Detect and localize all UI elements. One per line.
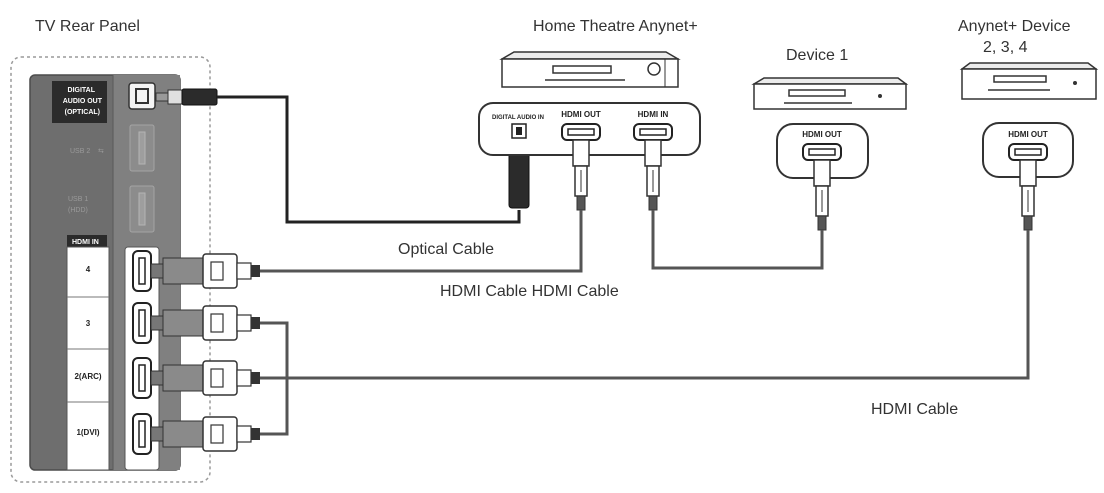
tv-hdmi-plug-1 [150, 416, 260, 452]
anynet-device-unit [959, 62, 1099, 100]
hdmi-port-4-label: 4 [86, 265, 91, 274]
hdmi-cable-tv2-to-anynet-device [260, 230, 1030, 380]
usb2-label: USB 2 [70, 148, 90, 155]
anynet-device-port-panel: HDMI OUT [982, 122, 1074, 231]
hdmi-cable-label: HDMI Cable [871, 401, 958, 418]
digital-audio-out-text-3: (OPTICAL) [65, 109, 100, 116]
usb1-hdd-label: (HDD) [68, 207, 88, 214]
digital-audio-out-text-1: DIGITAL [68, 87, 96, 94]
hdmi-label-column [66, 246, 110, 471]
digital-audio-out-label-box [52, 81, 107, 123]
hdmi-port-2-arc [132, 357, 152, 399]
hdmi-cable-tv4-to-home-theatre [260, 210, 583, 273]
usb1-port-slot [138, 192, 146, 226]
device1-hdmi-out-label: HDMI OUT [802, 130, 842, 139]
optical-cable-label: Optical Cable [398, 241, 494, 258]
usb2-port-slot [138, 131, 146, 165]
home-theatre-digital-audio-in-label: DIGITAL AUDIO IN [492, 115, 544, 121]
home-theatre-hdmi-out-plug [572, 139, 590, 211]
hdmi-port-2-label: 2(ARC) [74, 372, 101, 381]
digital-audio-out-text-2: AUDIO OUT [63, 98, 103, 105]
optical-cable [155, 88, 530, 224]
home-theatre-unit [499, 51, 681, 88]
tv-hdmi-plug-3 [150, 305, 260, 341]
hdmi-port-3-label: 3 [86, 319, 91, 328]
optical-port [128, 82, 156, 110]
tv-rear-panel-label: TV Rear Panel [35, 18, 140, 35]
hdmi-in-header-box [67, 235, 107, 247]
device1-label: Device 1 [786, 47, 848, 64]
usb-icon: ⇆ [98, 148, 104, 155]
hdmi-port-3 [132, 302, 152, 344]
hdmi-port-1-dvi [132, 413, 152, 455]
device1-port-panel: HDMI OUT [776, 123, 869, 231]
tv-hdmi-plug-2 [150, 360, 260, 396]
anynet-device-label-line1: Anynet+ Device [958, 18, 1071, 35]
home-theatre-hdmi-in-label: HDMI IN [638, 110, 669, 119]
tv-hdmi-plug-4 [150, 253, 260, 289]
anynet-device-hdmi-out-label: HDMI OUT [1008, 130, 1048, 139]
hdmi-port-1-label: 1(DVI) [76, 428, 99, 437]
tv-panel: DIGITAL AUDIO OUT (OPTICAL) USB 2 ⇆ USB … [29, 74, 181, 471]
hdmi-in-header: HDMI IN [72, 239, 99, 246]
device1-unit [751, 77, 909, 110]
hdmi-cable-loop-tv3-tv1 [260, 321, 289, 436]
hdmi-port-4 [132, 250, 152, 292]
home-theatre-hdmi-out-label: HDMI OUT [561, 110, 601, 119]
home-theatre-hdmi-in-plug [644, 139, 662, 211]
home-theatre-label: Home Theatre Anynet+ [533, 18, 698, 35]
hdmi-cable-pair-label: HDMI Cable HDMI Cable [440, 283, 619, 300]
anynet-device-label-line2: 2, 3, 4 [983, 39, 1028, 56]
usb1-label: USB 1 [68, 196, 88, 203]
hdmi-cable-home-theatre-to-device1 [651, 210, 824, 270]
optical-port-icon [135, 88, 149, 104]
